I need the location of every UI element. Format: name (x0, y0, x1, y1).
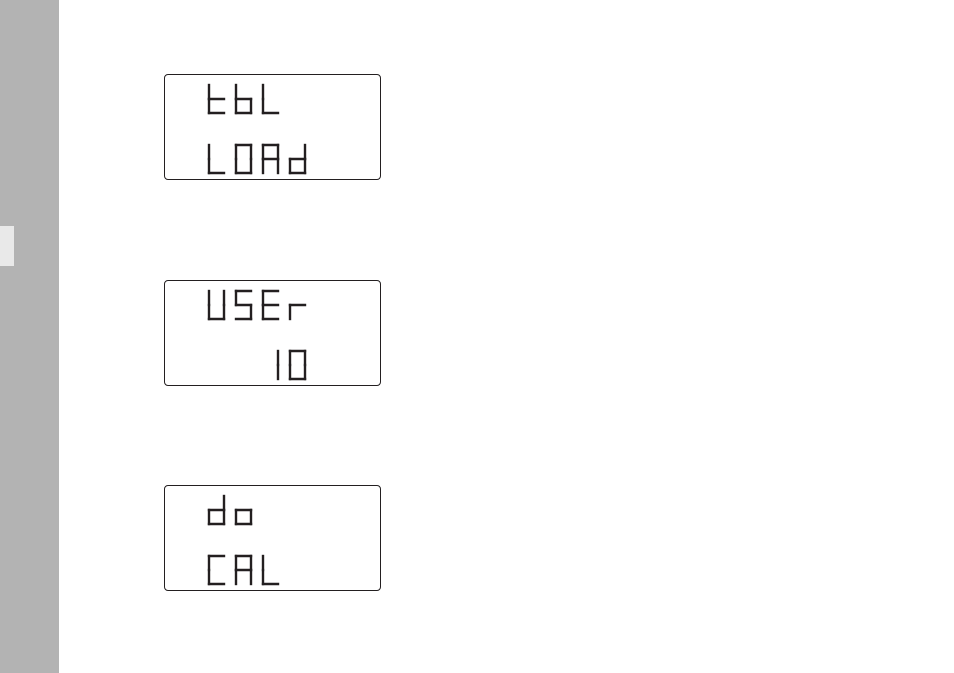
lcd-character-L (263, 85, 278, 113)
lcd-character-E (263, 291, 278, 319)
lcd-character-A (236, 556, 251, 584)
lcd-display-user (164, 280, 381, 386)
lcd-segments (165, 486, 380, 590)
lcd-character-C (209, 556, 224, 584)
lcd-character-L (209, 145, 224, 173)
lcd-character-d (290, 145, 305, 173)
lcd-character-t (209, 85, 224, 113)
lcd-character-b (236, 85, 251, 113)
lcd-segments (165, 75, 380, 179)
lcd-character-U (209, 291, 224, 319)
lcd-display-do-cal (164, 485, 381, 591)
lcd-character-A (263, 145, 278, 173)
lcd-character-L (263, 556, 278, 584)
chapter-tab (0, 226, 14, 266)
lcd-character-S (236, 291, 251, 319)
lcd-character-0 (290, 351, 305, 379)
lcd-character-r (290, 305, 305, 319)
lcd-character-o (236, 510, 251, 524)
lcd-character-O (236, 145, 251, 173)
lcd-character-d (209, 496, 224, 524)
lcd-display-table-load (164, 74, 381, 180)
page-margin-bar (0, 0, 59, 673)
lcd-segments (165, 281, 380, 385)
